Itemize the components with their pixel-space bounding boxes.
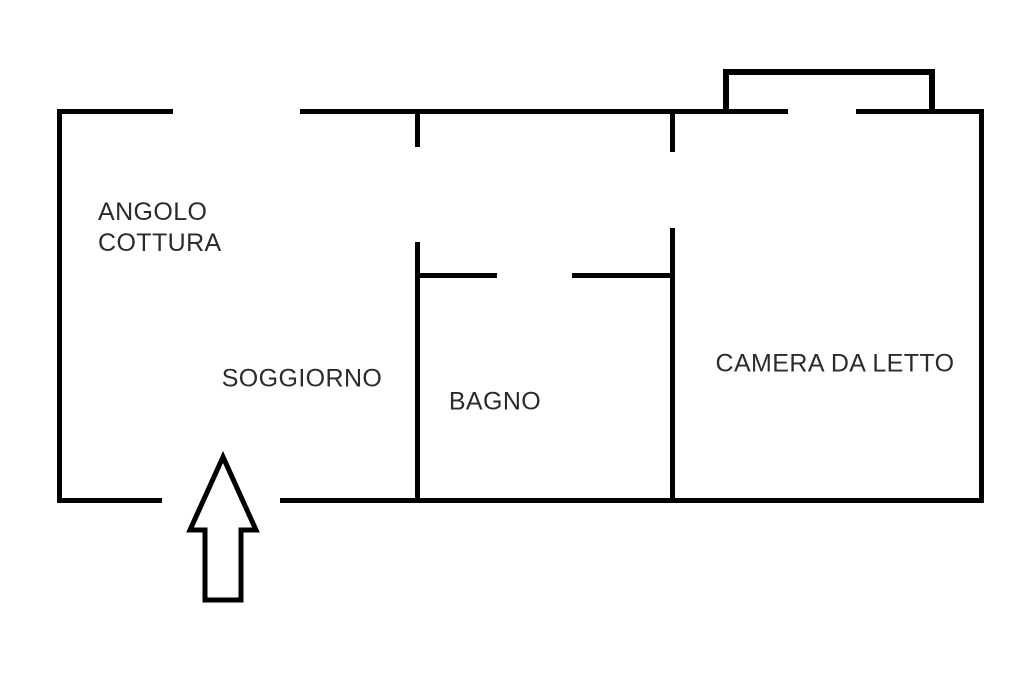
balcony-right-wall [929,69,935,114]
top-wall-left [57,109,173,114]
top-wall-middle [300,109,788,114]
entrance-arrow-icon [186,450,260,603]
soggiorno-bagno-wall-upper-stub [415,109,420,147]
top-wall-right [856,109,984,114]
balcony-left-wall [723,69,729,114]
bottom-wall-left [57,498,162,503]
bagno-top-wall-right [572,273,675,278]
soggiorno-bagno-wall-lower [415,242,420,503]
room-label-camera-da-letto: CAMERA DA LETTO [715,349,955,378]
room-label-bagno: BAGNO [448,387,542,416]
bagno-top-wall-left [415,273,497,278]
balcony-top-wall [723,69,935,75]
bottom-wall-right [280,498,984,503]
bagno-camera-wall-upper-stub [670,109,675,152]
room-label-soggiorno: SOGGIORNO [221,364,383,393]
left-outer-wall [57,109,62,503]
room-label-angolo-cottura: ANGOLO COTTURA [98,198,222,257]
bagno-camera-wall-lower [670,228,675,503]
right-outer-wall [979,109,984,503]
